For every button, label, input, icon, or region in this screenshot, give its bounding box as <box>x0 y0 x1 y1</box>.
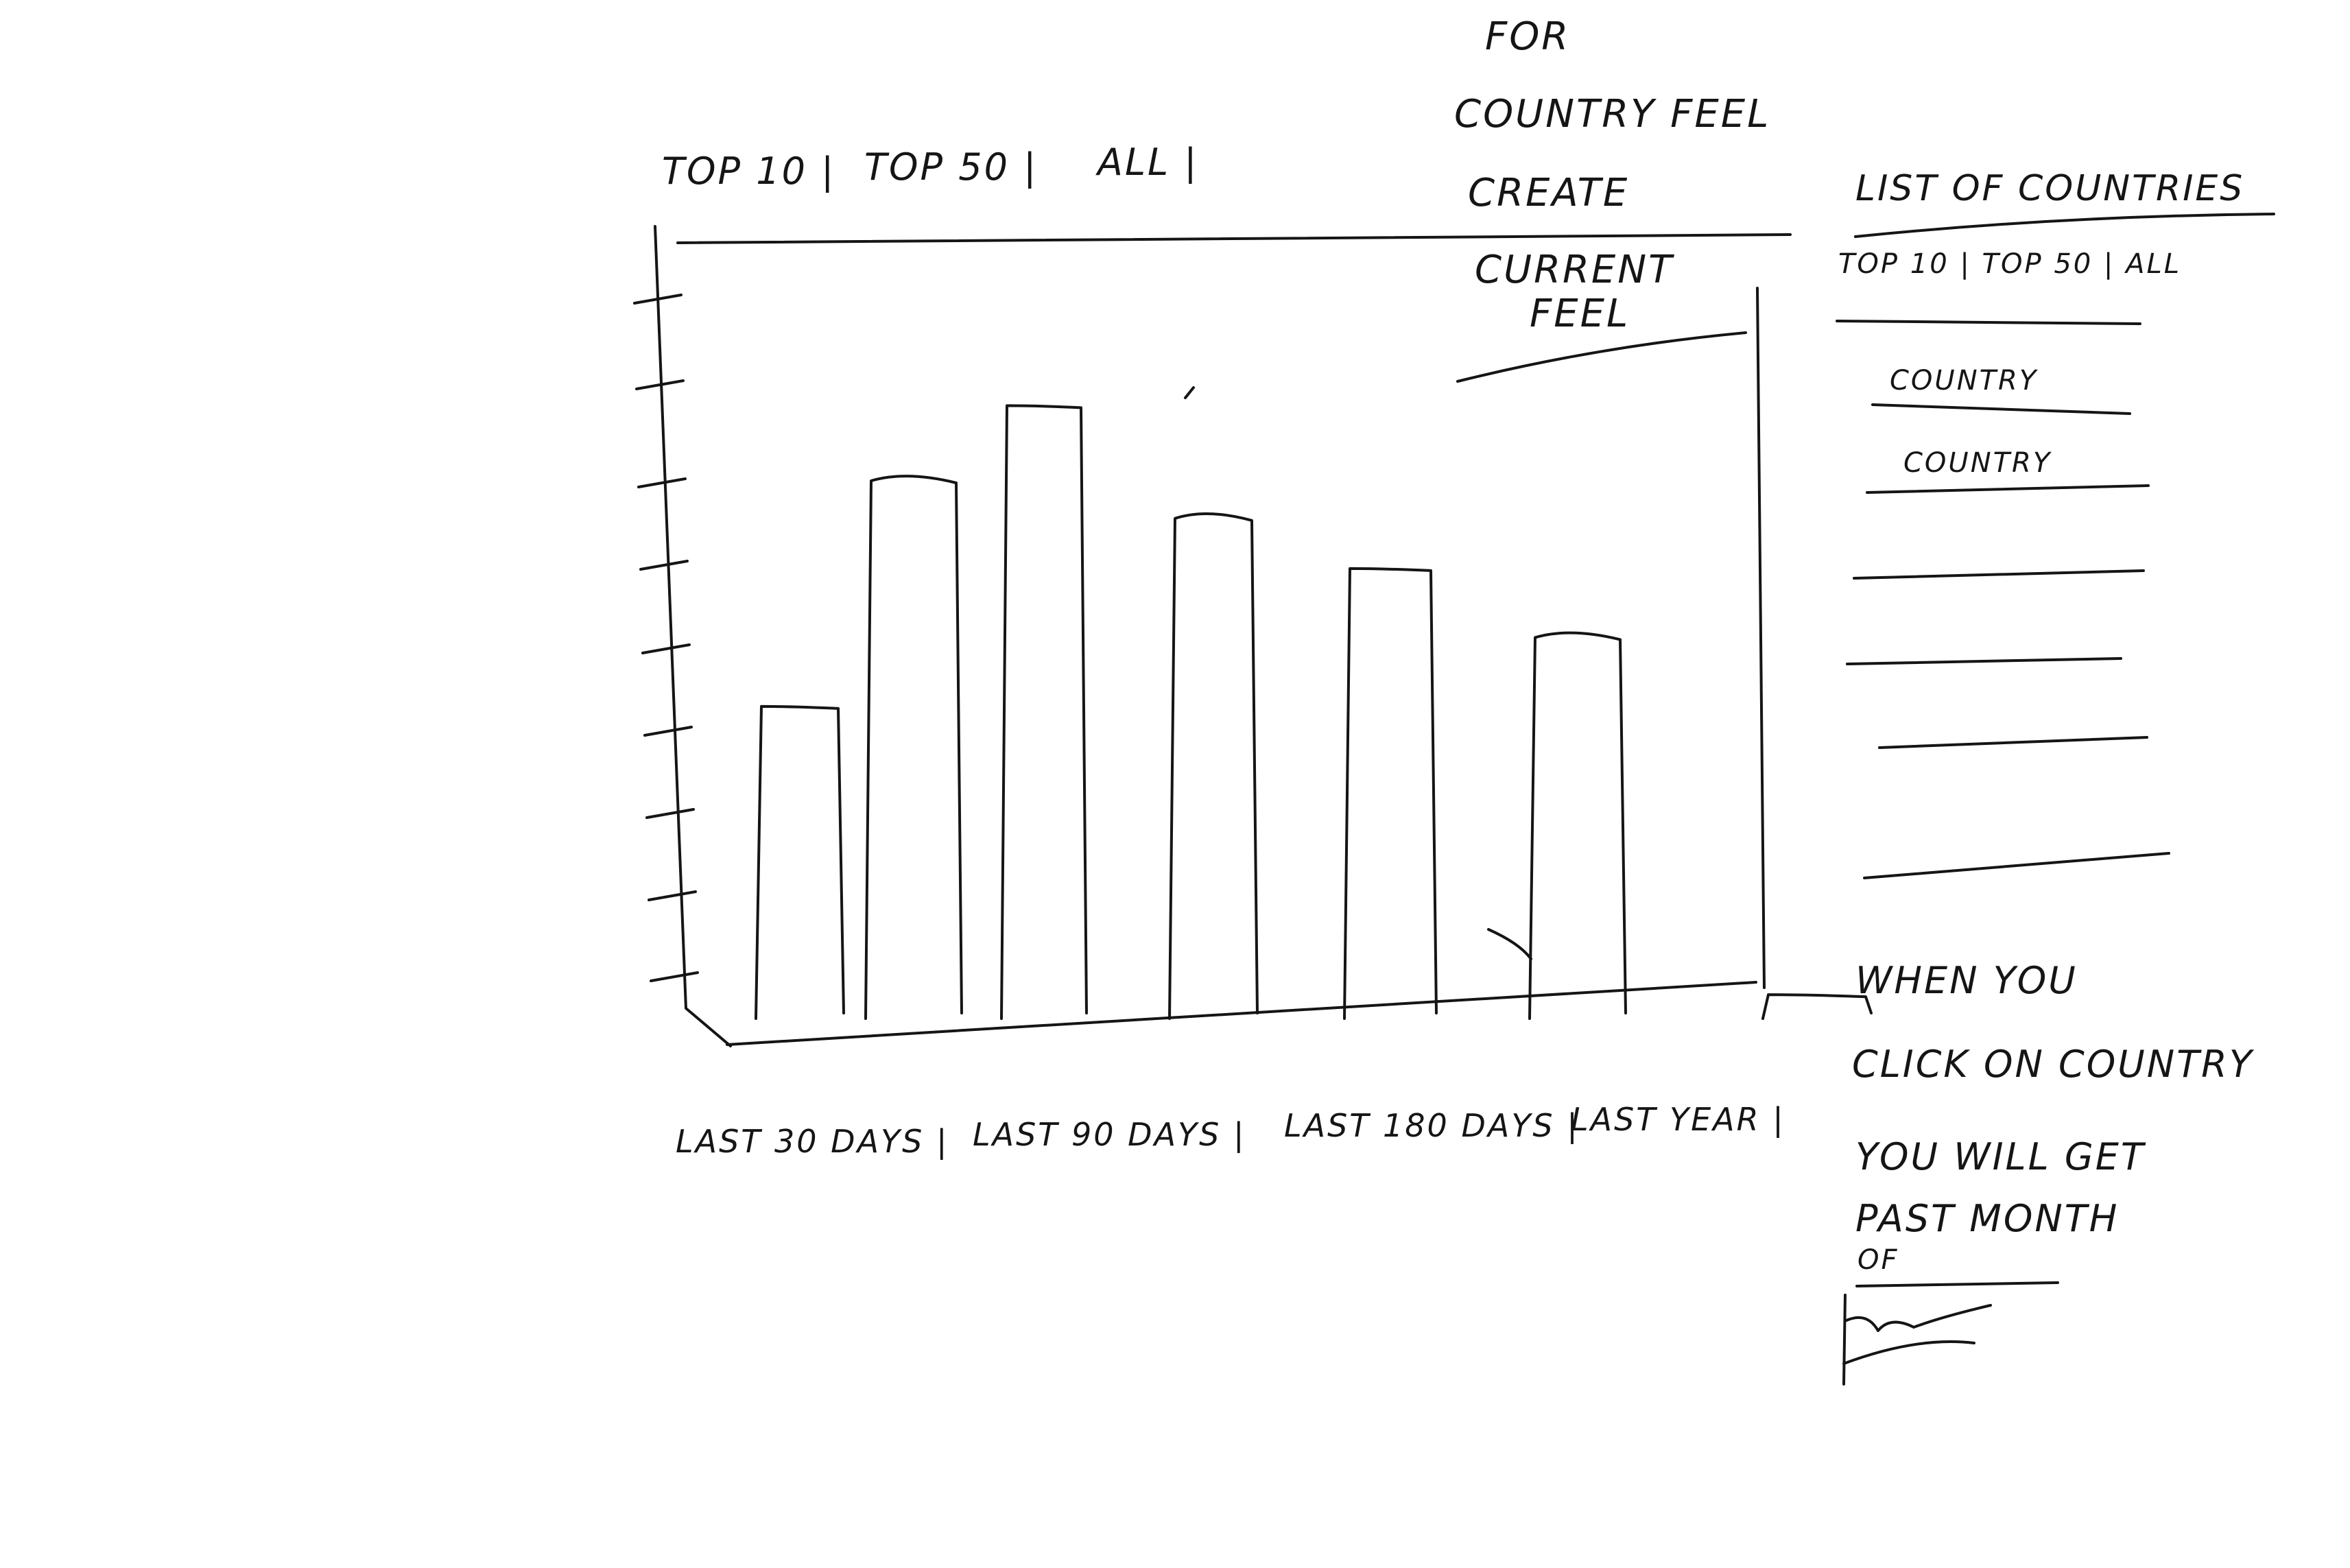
country-item-2[interactable]: COUNTRY <box>1903 447 2052 479</box>
y-axis-tick <box>633 294 683 305</box>
country-list-panel: LIST OF COUNTRIES TOP 10 | TOP 50 | ALL … <box>1836 168 2275 879</box>
country-list-title: LIST OF COUNTRIES <box>1855 168 2244 209</box>
note-line-3: YOU WILL GET <box>1855 1135 2146 1178</box>
stray-mark-2 <box>1184 386 1195 399</box>
country-row-5-line[interactable] <box>1878 736 2148 749</box>
country-item-2-line <box>1866 484 2150 494</box>
filter-top-10[interactable]: TOP 10 | <box>662 150 835 193</box>
filter-last-90-days[interactable]: LAST 90 DAYS | <box>973 1116 1246 1154</box>
mini-history-chart-icon <box>1842 1294 1992 1386</box>
stray-mark-1 <box>1487 928 1532 960</box>
chart-bar <box>1343 567 1438 1020</box>
chart-bar <box>755 704 845 1020</box>
time-filter: LAST 30 DAYS | LAST 90 DAYS | LAST 180 D… <box>676 1101 1785 1161</box>
heading-line-4: CURRENT <box>1475 248 1674 292</box>
chart-y-axis <box>654 225 732 1047</box>
chart-bar <box>1528 631 1627 1020</box>
y-axis-tick <box>650 971 699 982</box>
country-row-4-line[interactable] <box>1846 657 2122 665</box>
y-axis-tick <box>635 379 685 390</box>
heading-line-2: COUNTRY FEEL <box>1454 92 1770 136</box>
filter-last-180-days[interactable]: LAST 180 DAYS | <box>1284 1107 1580 1145</box>
chart-bar <box>864 475 963 1020</box>
heading-line-3: CREATE <box>1468 171 1629 215</box>
country-list-filter[interactable]: TOP 10 | TOP 50 | ALL <box>1838 248 2181 280</box>
filter-top-50[interactable]: TOP 50 | <box>864 145 1038 189</box>
chart-frame <box>654 225 1792 1047</box>
note-underline <box>1855 1281 2059 1287</box>
y-axis-tick <box>643 726 693 737</box>
y-axis-tick <box>639 560 689 571</box>
chart-top-line <box>676 233 1792 244</box>
country-row-6-line[interactable] <box>1863 852 2170 879</box>
chart-right-border <box>1756 287 1766 989</box>
instruction-note: WHEN YOU CLICK ON COUNTRY YOU WILL GET P… <box>1842 959 2255 1386</box>
chart-bars <box>755 404 1873 1020</box>
filter-last-year[interactable]: LAST YEAR | <box>1571 1101 1785 1139</box>
chart-bar <box>1168 512 1259 1020</box>
note-line-2: CLICK ON COUNTRY <box>1852 1043 2255 1086</box>
y-axis-ticks <box>633 294 699 982</box>
country-row-3-line[interactable] <box>1853 569 2145 580</box>
note-line-1: WHEN YOU <box>1855 959 2078 1002</box>
chart-bar <box>1000 404 1088 1020</box>
chart-heading-note: FOR COUNTRY FEEL CREATE CURRENT FEEL <box>1454 14 1770 383</box>
chart-bar <box>1761 993 1873 1020</box>
y-axis-tick <box>648 890 697 901</box>
top-filter: TOP 10 | TOP 50 | ALL | <box>662 141 1198 193</box>
chart-x-axis <box>726 981 1757 1046</box>
heading-underline <box>1456 331 1747 383</box>
y-axis-tick <box>645 808 695 819</box>
country-list-title-underline <box>1854 213 2275 238</box>
country-list-divider <box>1836 320 2141 325</box>
y-axis-tick <box>641 643 691 654</box>
filter-last-30-days[interactable]: LAST 30 DAYS | <box>676 1123 949 1161</box>
note-line-4: PAST MONTH <box>1855 1197 2119 1240</box>
country-item-1[interactable]: COUNTRY <box>1890 365 2039 396</box>
y-axis-tick <box>637 477 687 488</box>
stray-marks <box>1184 386 1532 960</box>
filter-all[interactable]: ALL | <box>1095 141 1198 184</box>
heading-line-5: FEEL <box>1530 292 1630 336</box>
note-line-5: OF <box>1858 1244 1899 1276</box>
heading-line-1: FOR <box>1485 14 1570 59</box>
country-item-1-line <box>1871 403 2131 415</box>
